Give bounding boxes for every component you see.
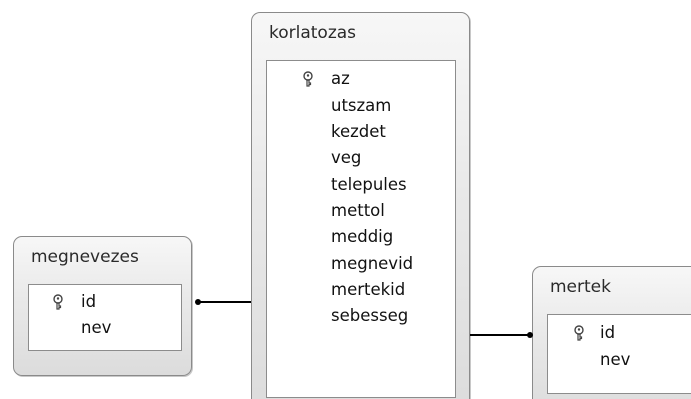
field-name: veg (331, 148, 362, 167)
field-row[interactable]: az (267, 67, 455, 91)
field-name: nev (600, 350, 631, 369)
field-name: id (81, 292, 97, 311)
field-name: mettol (331, 201, 385, 220)
table-megnevezes[interactable]: megnevezes id nev (13, 236, 192, 376)
key-icon (572, 325, 586, 342)
field-row[interactable]: sebesseg (267, 304, 455, 328)
field-list-korlatozas: az utszam kezdet veg telepules mettol me… (266, 60, 456, 398)
relationship-endpoint (527, 332, 533, 338)
field-row[interactable]: megnevid (267, 252, 455, 276)
field-name: mertekid (331, 280, 406, 299)
field-list-mertek: id nev (547, 314, 691, 394)
key-icon (301, 71, 315, 88)
field-row[interactable]: telepules (267, 173, 455, 197)
field-name: az (331, 69, 350, 88)
field-row[interactable]: nev (29, 316, 181, 340)
relationship-line (470, 334, 532, 336)
field-row[interactable]: mertekid (267, 278, 455, 302)
table-korlatozas[interactable]: korlatozas az utszam kezdet veg (251, 12, 470, 399)
table-mertek[interactable]: mertek id nev (532, 266, 691, 399)
field-name: meddig (331, 227, 394, 246)
field-name: megnevid (331, 254, 414, 273)
field-row[interactable]: mettol (267, 199, 455, 223)
field-row[interactable]: nev (548, 348, 691, 372)
field-name: id (600, 323, 616, 342)
field-row[interactable]: id (548, 321, 691, 345)
key-icon (51, 294, 65, 311)
relationship-line (197, 301, 251, 303)
field-row[interactable]: veg (267, 146, 455, 170)
field-name: sebesseg (331, 306, 409, 325)
field-row[interactable]: utszam (267, 94, 455, 118)
table-title-korlatozas: korlatozas (269, 23, 357, 43)
field-name: telepules (331, 175, 407, 194)
field-list-megnevezes: id nev (28, 284, 182, 351)
field-row[interactable]: kezdet (267, 120, 455, 144)
relationship-endpoint (195, 299, 201, 305)
field-name: utszam (331, 96, 392, 115)
table-title-mertek: mertek (550, 277, 611, 297)
field-row[interactable]: meddig (267, 225, 455, 249)
field-row[interactable]: id (29, 290, 181, 314)
field-name: nev (81, 318, 112, 337)
field-name: kezdet (331, 122, 386, 141)
table-title-megnevezes: megnevezes (31, 247, 139, 267)
